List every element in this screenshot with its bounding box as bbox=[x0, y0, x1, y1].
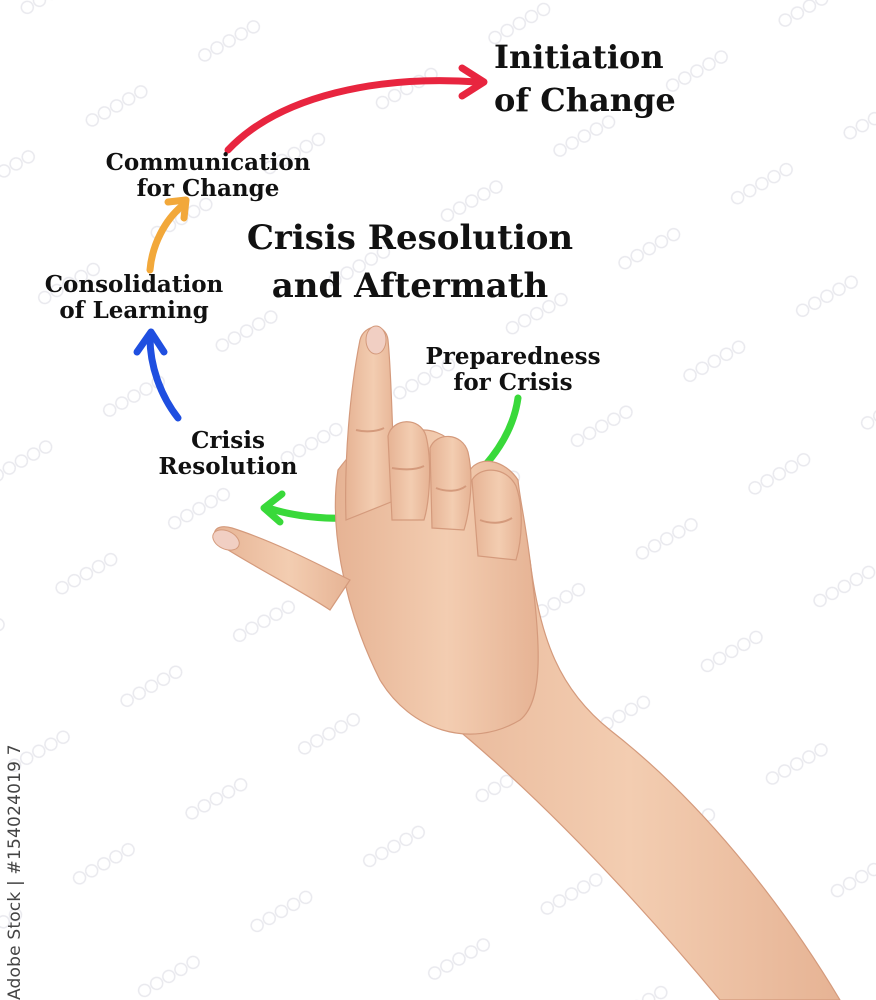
arrow-resolution-to-consolidation bbox=[133, 328, 182, 422]
node-consolidation-line-2: of Learning bbox=[59, 296, 209, 324]
diagram-title-line-1: Crisis Resolution bbox=[246, 218, 574, 258]
node-resolution-line-1: Crisis bbox=[191, 427, 265, 454]
diagram-title: Crisis Resolution and Aftermath bbox=[244, 214, 576, 311]
node-preparedness-for-crisis: Preparedness for Crisis bbox=[424, 344, 602, 396]
pointing-hand bbox=[212, 325, 841, 1000]
diagram-title-line-2: and Aftermath bbox=[271, 266, 549, 307]
node-resolution-line-2: Resolution bbox=[158, 452, 298, 480]
node-preparedness-line-1: Preparedness bbox=[425, 343, 601, 370]
node-initiation-line-2: of Change bbox=[494, 81, 676, 120]
stock-watermark: Adobe Stock | #154024019 7 bbox=[5, 744, 25, 1000]
node-initiation-of-change: Initiation of Change bbox=[494, 36, 676, 122]
arrow-consolidation-to-communication bbox=[146, 196, 190, 274]
node-consolidation-of-learning: Consolidation of Learning bbox=[42, 272, 226, 324]
node-communication-line-1: Communication bbox=[105, 149, 311, 176]
node-initiation-line-1: Initiation bbox=[494, 38, 664, 76]
node-preparedness-line-2: for Crisis bbox=[453, 368, 573, 396]
node-communication-line-2: for Change bbox=[136, 174, 280, 202]
node-crisis-resolution: Crisis Resolution bbox=[156, 428, 300, 480]
node-communication-for-change: Communication for Change bbox=[104, 150, 312, 202]
arrow-communication-to-initiation bbox=[224, 64, 488, 154]
node-consolidation-line-1: Consolidation bbox=[44, 271, 224, 298]
